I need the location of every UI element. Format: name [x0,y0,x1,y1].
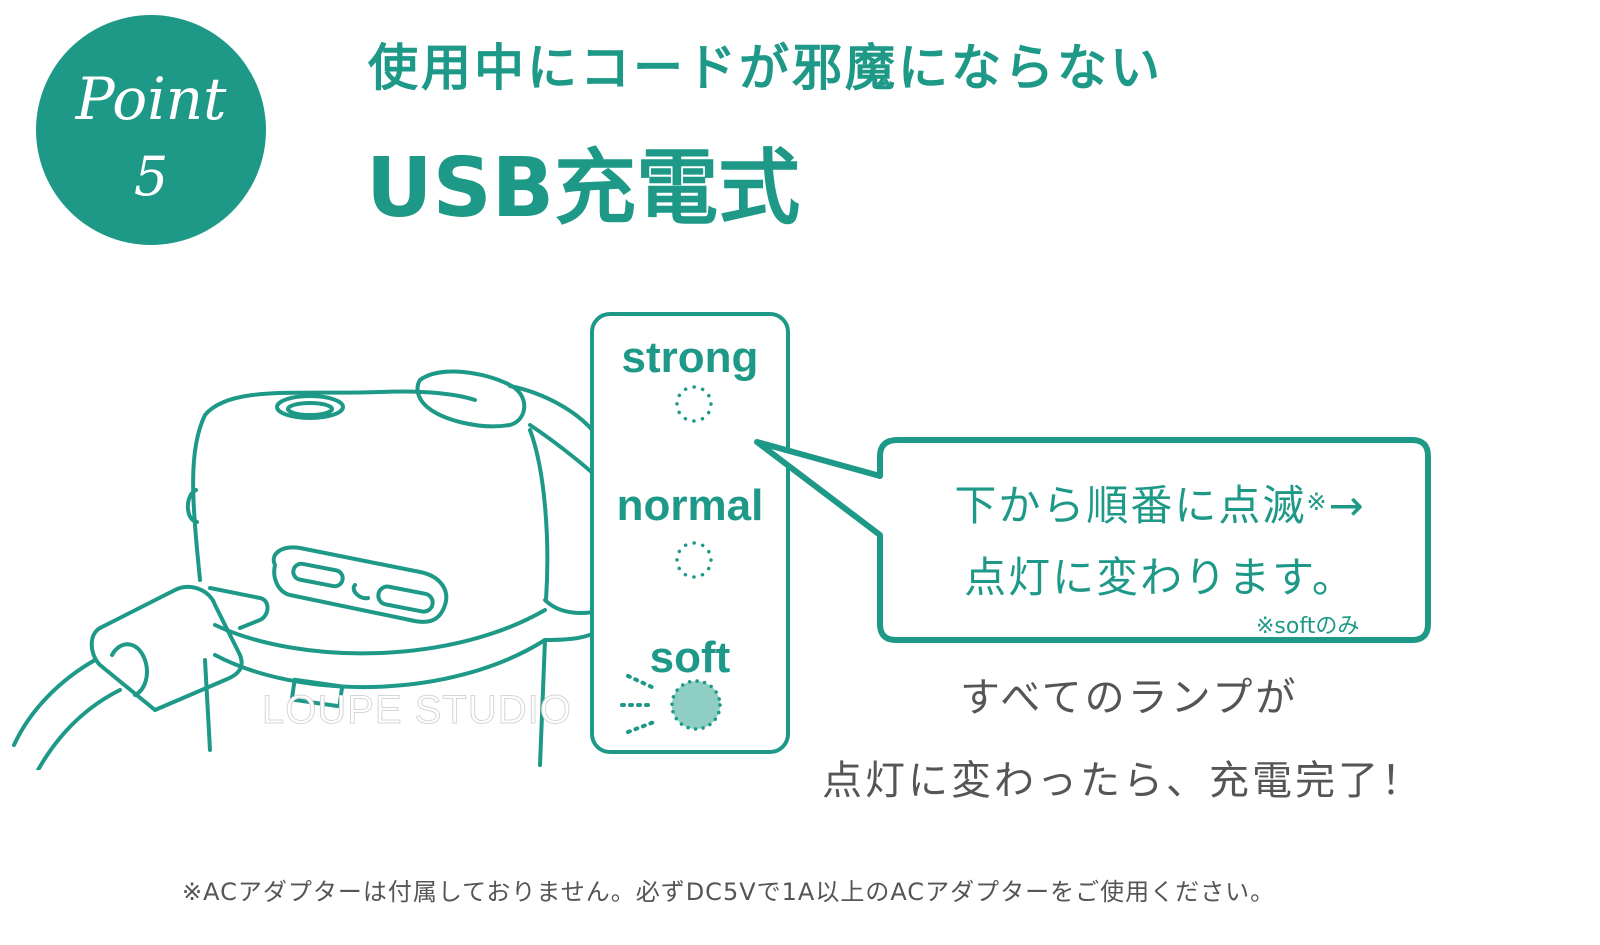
bubble-message: 下から順番に点滅※→ 点灯に変わります。 [880,470,1440,614]
footnote: ※ACアダプターは付属しておりません。必ずDC5Vで1A以上のACアダプターをご… [182,878,1276,906]
feature-title: USB充電式 [366,141,801,236]
completion-line1: すべてのランプが [960,675,1299,721]
mode-label-soft: soft [649,633,731,682]
lamp-off-icon [675,541,713,579]
mode-label-normal: normal [616,481,764,530]
mode-label-strong: strong [621,333,759,382]
completion-line2: 点灯に変わったら、充電完了！ [822,758,1424,804]
lamp-off-icon [675,385,713,423]
speech-bubble [754,437,1431,643]
bubble-note: ※softのみ [1256,614,1360,639]
point-badge: Point 5 [36,15,266,245]
badge-word: Point [75,65,227,133]
bubble-line1: 下から順番に点滅 [954,481,1307,530]
badge-number: 5 [133,145,169,208]
bubble-line2: 点灯に変わります。 [964,553,1356,602]
arrow-right-icon: → [1328,481,1366,530]
note-mark: ※ [1306,488,1329,516]
feature-subtitle: 使用中にコードが邪魔にならない [368,39,1163,97]
lamp-blinking-icon [620,674,722,734]
indicator-panel: strong normal soft [590,312,790,754]
watermark: LOUPE STUDIO [262,688,572,733]
